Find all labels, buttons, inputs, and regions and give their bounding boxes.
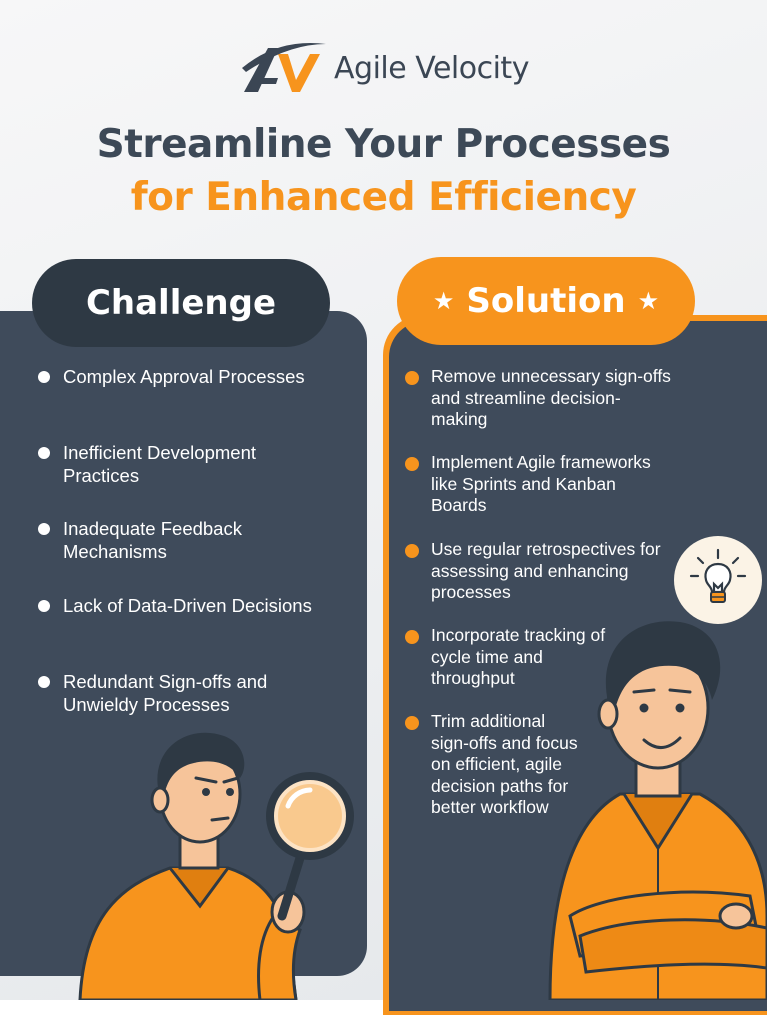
list-item-text: Incorporate tracking of cycle time and t… [431,625,606,688]
star-icon: ★ [637,287,660,315]
list-item-text: Use regular retrospectives for assessing… [431,539,661,602]
list-item-text: Complex Approval Processes [63,366,305,387]
list-item-text: Inadequate Feedback Mechanisms [63,518,242,562]
bullet-icon [405,716,419,730]
bullet-icon [405,544,419,558]
bullet-icon [405,457,419,471]
brand-logo: Agile Velocity [0,38,767,98]
list-item-text: Remove unnecessary sign-offs and streaml… [431,366,671,429]
star-icon: ★ [432,287,455,315]
bullet-icon [38,676,50,688]
bullet-icon [405,371,419,385]
brand-name: Agile Velocity [334,50,529,86]
list-item-text: Implement Agile frameworks like Sprints … [431,452,651,515]
logo-icon [242,43,327,92]
bullet-icon [405,630,419,644]
page-subtitle: for Enhanced Efficiency [130,175,637,220]
challenge-heading-label: Challenge [85,283,277,323]
lightbulb-icon [689,548,747,603]
page-title: Streamline Your Processes [96,122,671,167]
challenge-illustration [78,732,354,1000]
list-item-text: Inefficient Development Practices [63,442,256,486]
solution-illustration [548,621,767,1000]
list-item-text: Redundant Sign-offs and Unwieldy Process… [63,671,268,715]
list-item-text: Lack of Data-Driven Decisions [63,595,312,616]
solution-heading: ★ Solution ★ [397,257,695,345]
solution-heading-label: Solution [466,281,626,321]
bullet-icon [38,600,50,612]
bullet-icon [38,447,50,459]
list-item-text: Trim additional sign-offs and focus on e… [431,711,578,817]
bullet-icon [38,523,50,535]
magnifying-glass-icon [266,772,354,921]
bullet-icon [38,371,50,383]
challenge-heading: Challenge [32,259,330,347]
lightbulb-badge [674,536,762,624]
